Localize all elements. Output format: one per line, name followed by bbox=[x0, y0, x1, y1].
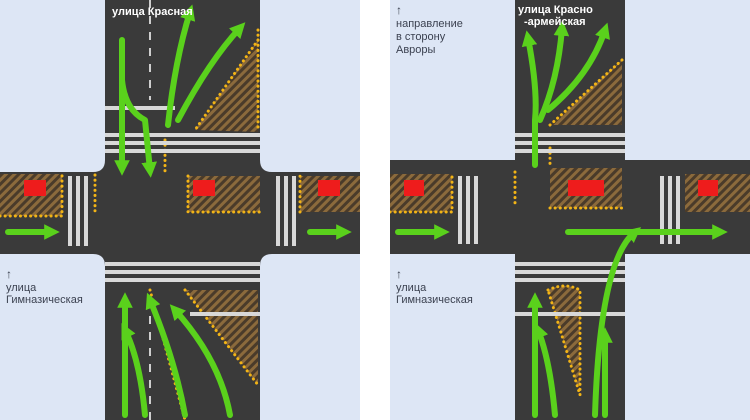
intersection-after: улица Красно -армейская ↑ направление в … bbox=[390, 0, 750, 420]
intersection-before: улица Красная ↑ улица Гимназическая bbox=[0, 0, 360, 420]
street-top-label-line1: улица Красно bbox=[518, 4, 593, 16]
direction-label-line3: Авроры bbox=[396, 44, 436, 56]
street-top-label-line2: -армейская bbox=[524, 16, 586, 28]
arrow-up-1 bbox=[521, 30, 539, 168]
crosswalk-bottom bbox=[105, 262, 260, 282]
arrow-up-bottom-4 bbox=[169, 304, 233, 418]
arrow-up-2 bbox=[537, 20, 570, 123]
street-left-label-line2: Гимназическая bbox=[6, 294, 83, 306]
street-left-label-line1: улица bbox=[396, 282, 427, 294]
direction-label-line2: в сторону bbox=[396, 31, 446, 43]
red-signal-west bbox=[24, 180, 46, 196]
red-signal-east bbox=[318, 180, 340, 196]
crosswalk-west bbox=[68, 176, 88, 246]
street-left-label-line2: Гимназическая bbox=[396, 294, 473, 306]
red-signal-center bbox=[193, 180, 215, 196]
arrow-up-bottom-2 bbox=[533, 322, 558, 418]
crosswalk-east bbox=[276, 176, 296, 246]
street-top-label: улица Красная bbox=[112, 6, 193, 18]
arrow-up-3 bbox=[545, 22, 610, 113]
street-left-arrow-icon: ↑ bbox=[396, 267, 402, 281]
intersection-before-drawing bbox=[0, 0, 360, 420]
arrow-up-top-2 bbox=[175, 22, 246, 123]
arrow-turn-right bbox=[592, 227, 642, 418]
arrow-down-2 bbox=[119, 77, 157, 178]
direction-label-line1: направление bbox=[396, 18, 463, 30]
crosswalk-top bbox=[105, 133, 260, 153]
arrow-up-bottom-2 bbox=[121, 323, 148, 418]
crosswalks bbox=[68, 133, 296, 282]
arrow-up-bottom-3 bbox=[145, 292, 188, 418]
direction-arrow-icon: ↑ bbox=[396, 3, 402, 17]
arrow-up-top-1 bbox=[165, 4, 196, 128]
street-left-label-line1: улица bbox=[6, 282, 37, 294]
street-left-arrow-icon: ↑ bbox=[6, 267, 12, 281]
intersection-after-drawing bbox=[390, 0, 750, 420]
